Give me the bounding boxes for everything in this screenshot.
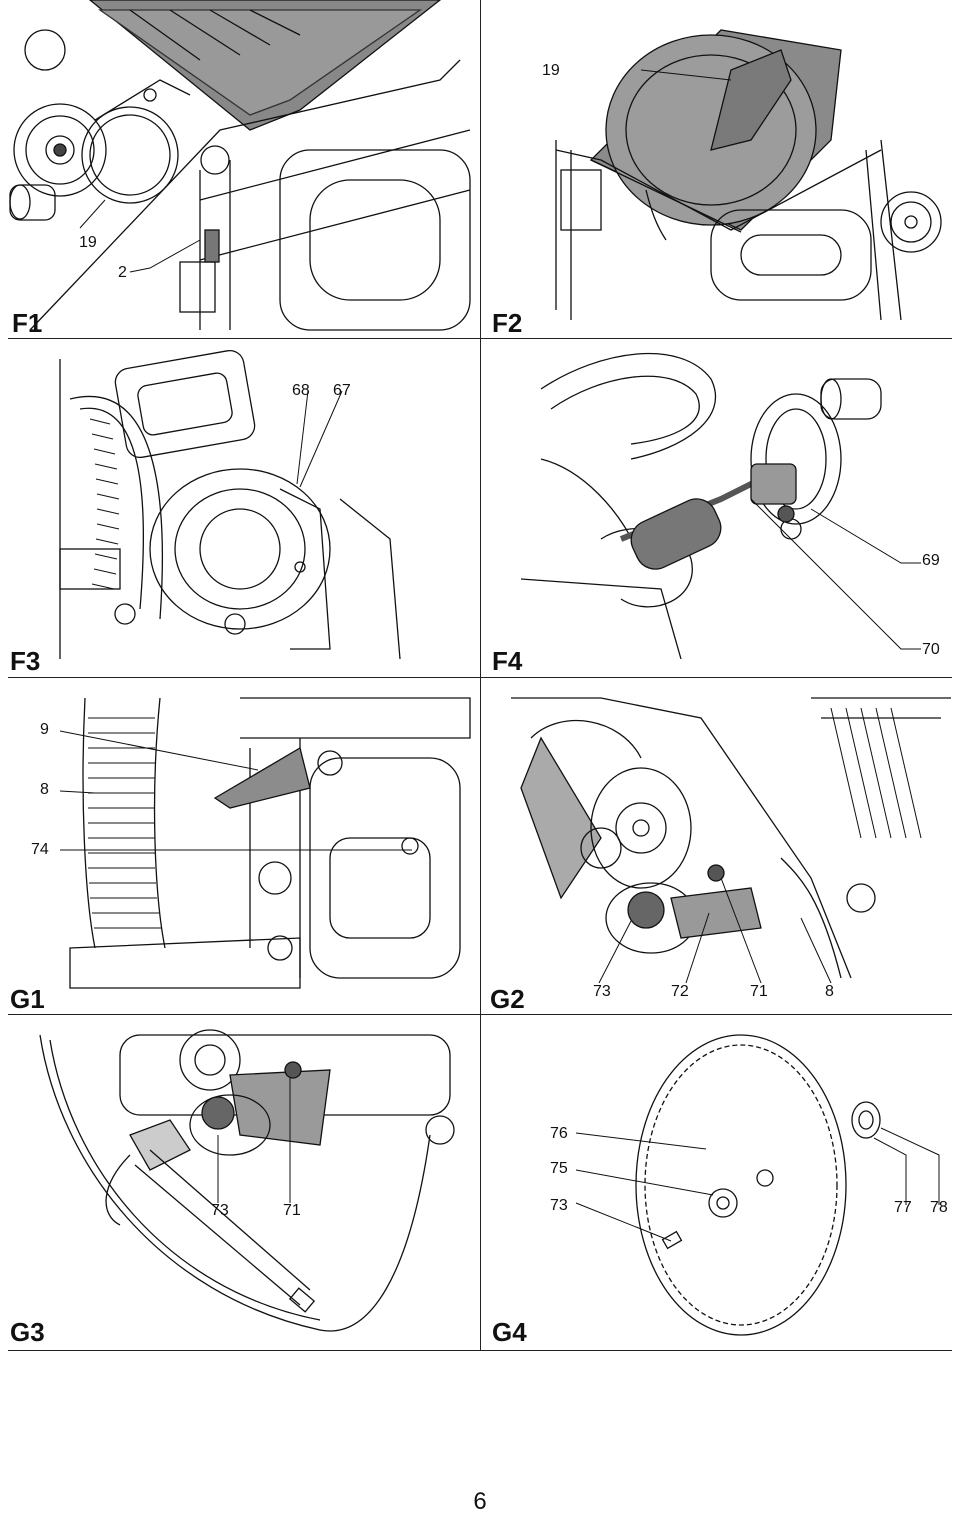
- f1-callout-19: 19: [79, 234, 97, 251]
- g3-figure-label: G3: [10, 1317, 45, 1347]
- f1-figure-label: F1: [12, 308, 43, 338]
- f1-illustration: [9, 0, 471, 331]
- g4-callout-73: 73: [550, 1197, 568, 1214]
- grid-divider-center: [480, 0, 481, 1350]
- g2-callout-71: 71: [750, 983, 768, 1000]
- figure-g3: 73 71 G3: [0, 1015, 480, 1350]
- figure-f2: 19 F2: [481, 0, 960, 338]
- g1-callout-8: 8: [40, 781, 49, 798]
- g1-callout-74: 74: [31, 841, 49, 858]
- f2-illustration: [555, 29, 942, 321]
- f4-callout-69: 69: [922, 552, 940, 569]
- f4-figure-label: F4: [492, 646, 523, 676]
- g4-callout-78: 78: [930, 1199, 948, 1216]
- g2-callout-8: 8: [825, 983, 834, 1000]
- g4-callout-76: 76: [550, 1125, 568, 1142]
- figure-f3: 68 67 F3: [0, 339, 480, 677]
- g4-callout-75: 75: [550, 1160, 568, 1177]
- figure-g1: 9 8 74 G1: [0, 678, 480, 1014]
- g1-figure-label: G1: [10, 984, 45, 1014]
- f3-callout-67: 67: [333, 382, 351, 399]
- g2-figure-label: G2: [490, 984, 525, 1014]
- f4-callout-70: 70: [922, 641, 940, 658]
- grid-divider-row4: [8, 1350, 952, 1351]
- f3-figure-label: F3: [10, 646, 41, 676]
- figure-f4: 69 70 F4: [481, 339, 960, 677]
- figure-g4: 76 75 73 77 78 G4: [481, 1015, 960, 1350]
- g2-callout-73: 73: [593, 983, 611, 1000]
- g1-callout-9: 9: [40, 721, 49, 738]
- f2-callout-19: 19: [542, 62, 560, 79]
- f3-illustration: [59, 349, 401, 660]
- f2-figure-label: F2: [492, 308, 523, 338]
- g4-figure-label: G4: [492, 1317, 527, 1347]
- f1-callout-2: 2: [118, 264, 127, 281]
- g2-callout-72: 72: [671, 983, 689, 1000]
- figure-g2: 73 72 71 8 G2: [481, 678, 960, 1014]
- page-number: 6: [473, 1488, 487, 1515]
- f3-callout-68: 68: [292, 382, 310, 399]
- g4-illustration: [575, 1034, 940, 1336]
- g3-callout-73: 73: [211, 1202, 229, 1219]
- g4-callout-77: 77: [894, 1199, 912, 1216]
- g3-callout-71: 71: [283, 1202, 301, 1219]
- g1-illustration: [59, 697, 471, 989]
- f4-illustration: [520, 352, 921, 660]
- g2-illustration: [511, 697, 951, 984]
- figure-f1: 19 2 F1: [0, 0, 480, 338]
- g3-illustration: [39, 1029, 455, 1332]
